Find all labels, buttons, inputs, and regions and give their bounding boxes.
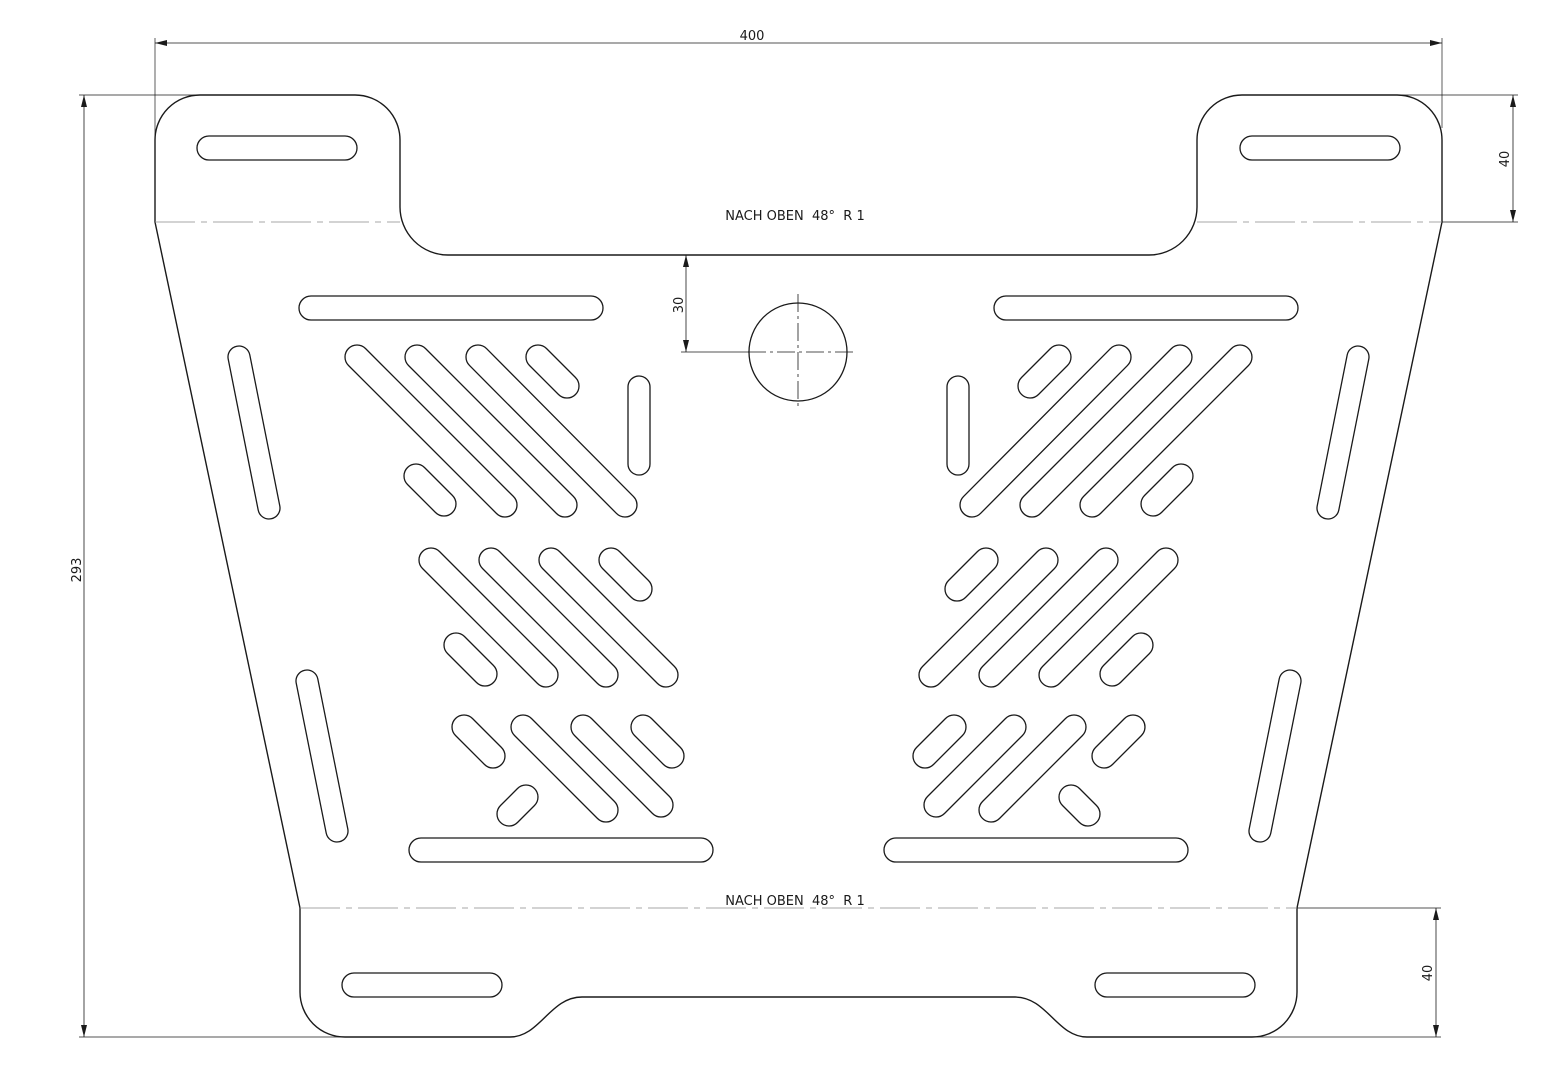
tab-slot-top-right [1239,135,1401,161]
tab-slot-bottom-left [341,972,503,998]
part-outline [154,94,1443,1038]
diagonal-slot-upper-left [344,344,518,518]
dimension-overall-width: 400 [154,29,1443,140]
diagonal-slot-lower-short-right [1091,714,1146,769]
dimension-value: 293 [70,558,85,583]
diagonal-slot-middle-left [538,547,679,688]
diagonal-slot-middle-right [918,547,1059,688]
vertical-slot-right [946,375,970,476]
bend-note-top: NACH OBEN 48° R 1 [725,209,864,224]
dimension-overall-height: 293 [70,94,345,1038]
diagonal-slot-upper-short-right [1140,463,1194,517]
diagonal-slot-middle-right [978,547,1119,688]
side-slot-right-upper [1316,345,1370,520]
diagonal-slot-upper-short-right [1017,344,1072,399]
diagonal-slot-upper-left [465,344,638,518]
dimension-value: 40 [1498,151,1513,168]
side-slot-left-upper [227,345,281,520]
tab-slot-top-left [196,135,358,161]
diagonal-slot-upper-short-left [525,344,580,399]
diagonal-slot-lower-small-left [496,784,539,827]
diagonal-slot-middle-short-right [944,547,999,602]
diagonal-slot-lower-short-right [912,714,967,769]
diagonal-slot-middle-right [1038,547,1179,688]
vertical-slot-left [627,375,651,476]
diagonal-slot-middle-short-right [1099,632,1154,687]
side-slot-left-lower [295,669,349,843]
diagonal-slot-middle-left [418,547,559,688]
diagonal-slot-upper-short-left [403,463,457,517]
slot-pattern [196,135,1401,998]
diagonal-slot-lower-right [978,714,1087,823]
dimension-value: 400 [740,29,765,44]
diagonal-slot-middle-left [478,547,619,688]
long-slot-upper-left [298,295,604,321]
diagonal-slot-middle-short-left [598,547,653,602]
diagonal-slot-lower-left [570,714,674,818]
diagonal-slot-upper-right [1019,344,1193,518]
long-slot-upper-right [993,295,1299,321]
long-slot-lower-right [883,837,1189,863]
dimension-top-tab-height: 40 [1397,94,1518,223]
diagonal-slot-lower-short-left [630,714,685,769]
dimension-bottom-tab-height: 40 [1252,907,1441,1038]
center-hole [748,294,856,410]
diagonal-slot-upper-right [959,344,1132,518]
side-slot-right-lower [1248,669,1302,843]
diagonal-slot-middle-short-left [443,632,498,687]
tab-slot-bottom-right [1094,972,1256,998]
diagonal-slot-lower-small-right [1058,784,1101,827]
diagonal-slot-upper-right [1079,344,1253,518]
dimension-value: 30 [672,297,687,314]
long-slot-lower-left [408,837,714,863]
dimension-hole-offset: 30 [672,255,749,353]
bend-note-bottom: NACH OBEN 48° R 1 [725,894,864,909]
dimension-value: 40 [1421,965,1436,982]
diagonal-slot-lower-short-left [451,714,506,769]
diagonal-slot-upper-left [404,344,578,518]
diagonal-slot-lower-left [510,714,619,823]
diagonal-slot-lower-right [923,714,1027,818]
